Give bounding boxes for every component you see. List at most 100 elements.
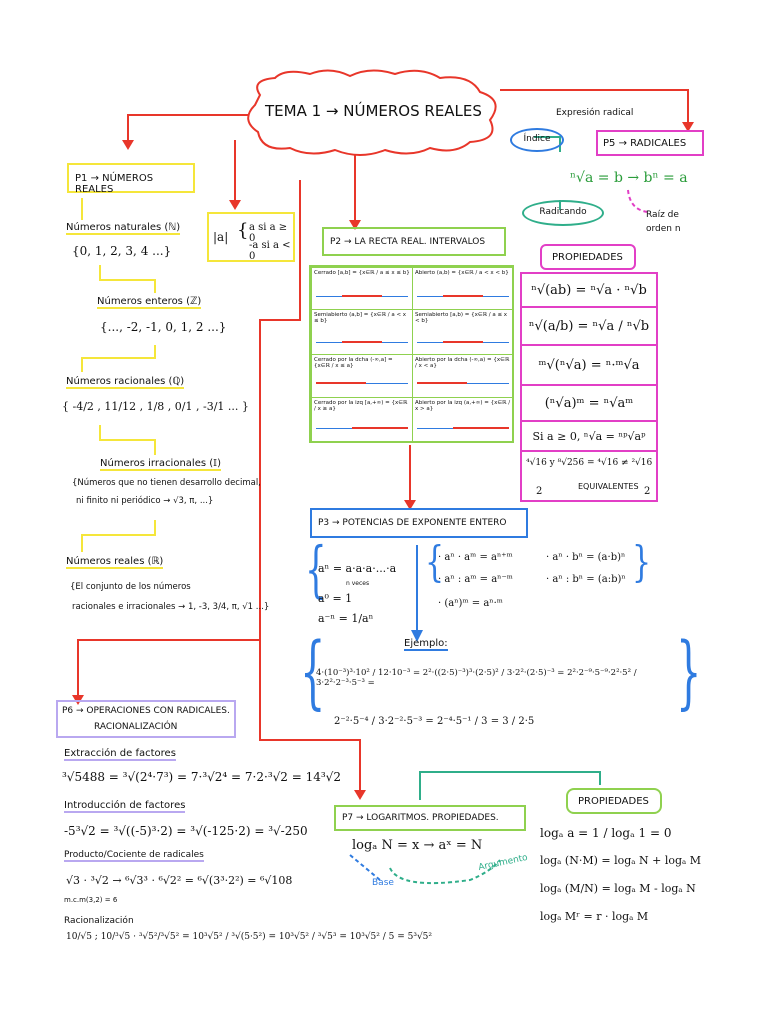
naturales-set: {0, 1, 2, 3, 4 ...} bbox=[72, 244, 172, 258]
p2-heading: P2 → LA RECTA REAL. INTERVALOS bbox=[330, 237, 486, 247]
raiz-label: Raíz de orden n bbox=[646, 210, 681, 234]
interval-segment bbox=[342, 341, 382, 343]
brace-icon: { bbox=[237, 220, 249, 241]
main-title: TEMA 1 → NÚMEROS REALES bbox=[265, 102, 482, 120]
interval-cell-text: Cerrado [a,b] = {x∈ℝ / a ≤ x ≤ b} bbox=[314, 270, 410, 276]
introduccion-title: Introducción de factores bbox=[64, 800, 186, 813]
p6-heading-1: P6 → OPERACIONES CON RADICALES. bbox=[62, 706, 230, 716]
p1-heading-box: P1 → NÚMEROS REALES bbox=[67, 163, 195, 195]
p6-heading-2: RACIONALIZACIÓN bbox=[94, 722, 178, 732]
extraccion-title: Extracción de factores bbox=[64, 748, 176, 761]
ejemplo-label: Ejemplo: bbox=[404, 638, 448, 651]
interval-cell-text: Abierto por la dcha (-∞,a) = {x∈ℝ / x < … bbox=[415, 357, 510, 369]
brace-icon: { bbox=[305, 534, 327, 606]
racionalizacion-formula: 10/√5 ; 10/³√5 · ³√5²/³√5² = 10³√5² / ³√… bbox=[66, 932, 433, 942]
log-props-badge: PROPIEDADES bbox=[566, 788, 662, 814]
interval-cell: Abierto por la izq (a,+∞) = {x∈ℝ / x > a… bbox=[412, 397, 514, 443]
interval-cell-text: Semiabierto [a,b) = {x∈ℝ / a ≤ x < b} bbox=[415, 312, 508, 324]
p6-heading-box: P6 → OPERACIONES CON RADICALES. RACIONAL… bbox=[56, 700, 236, 738]
log-prop-row: logₐ (N·M) = logₐ N + logₐ M bbox=[540, 854, 702, 867]
interval-cell: Abierto (a,b) = {x∈ℝ / a < x < b} bbox=[412, 267, 514, 310]
interval-cell-text: Abierto (a,b) = {x∈ℝ / a < x < b} bbox=[415, 270, 509, 276]
equiv-example: ⁴√16 y ⁸√256 = ⁴√16 ≠ ²√16 bbox=[526, 458, 653, 468]
reales-title: Números reales (ℝ) bbox=[66, 556, 164, 569]
radical-prop-row: ⁿ√(a/b) = ⁿ√a / ⁿ√b bbox=[520, 306, 658, 346]
interval-cell: Cerrado por la izq [a,+∞) = {x∈ℝ / x ≥ a… bbox=[311, 397, 413, 443]
p2-heading-box: P2 → LA RECTA REAL. INTERVALOS bbox=[322, 227, 506, 256]
power-prop-5: · aⁿ : bⁿ = (a:b)ⁿ bbox=[546, 574, 626, 585]
interval-segment bbox=[342, 295, 382, 297]
radical-prop-row: (ⁿ√a)ᵐ = ⁿ√aᵐ bbox=[520, 384, 658, 422]
base-label: Base bbox=[372, 878, 394, 888]
brace-icon: { bbox=[425, 538, 445, 587]
brace-icon: { bbox=[300, 627, 326, 719]
racionales-title: Números racionales (ℚ) bbox=[66, 376, 185, 389]
interval-cell: Cerrado por la dcha (-∞,a] = {x∈ℝ / x ≤ … bbox=[311, 354, 413, 398]
interval-segment bbox=[443, 295, 483, 297]
log-prop-row: logₐ (M/N) = logₐ M - logₐ N bbox=[540, 882, 696, 895]
irracionales-desc-2: ni finito ni periódico → √3, π, ...} bbox=[76, 496, 214, 506]
mcm-note: m.c.m(3,2) = 6 bbox=[64, 896, 118, 904]
p1-heading: P1 → NÚMEROS REALES bbox=[75, 173, 154, 195]
p3-heading-box: P3 → POTENCIAS DE EXPONENTE ENTERO bbox=[310, 508, 528, 538]
power-prop-4: · aⁿ · bⁿ = (a·b)ⁿ bbox=[546, 552, 626, 563]
interval-segment bbox=[453, 427, 509, 429]
power-def-3: a⁻ⁿ = 1/aⁿ bbox=[318, 612, 374, 625]
radical-prop-row: Si a ≥ 0, ⁿ√a = ⁿᵖ√aᵖ bbox=[520, 420, 658, 452]
extraccion-formula: ³√5488 = ³√(2⁴·7³) = 7·³√2⁴ = 7·2·³√2 = … bbox=[62, 770, 341, 784]
power-prop-2: · aⁿ : aᵐ = aⁿ⁻ᵐ bbox=[438, 574, 513, 585]
interval-cell: Semiabierto [a,b) = {x∈ℝ / a ≤ x < b} bbox=[412, 309, 514, 355]
irracionales-desc-1: {Números que no tienen desarrollo decima… bbox=[72, 478, 261, 488]
interval-cell: Abierto por la dcha (-∞,a) = {x∈ℝ / x < … bbox=[412, 354, 514, 398]
interval-cell-text: Cerrado por la dcha (-∞,a] = {x∈ℝ / x ≤ … bbox=[314, 357, 393, 369]
power-def-1: aⁿ = a·a·a·...·a bbox=[318, 562, 397, 575]
abs-prefix: |a| bbox=[213, 230, 229, 244]
enteros-title: Números enteros (ℤ) bbox=[97, 296, 202, 309]
radical-props-badge: PROPIEDADES bbox=[540, 244, 636, 270]
naturales-title: Números naturales (ℕ) bbox=[66, 222, 181, 235]
interval-cell-text: Cerrado por la izq [a,+∞) = {x∈ℝ / x ≥ a… bbox=[314, 400, 408, 412]
intervals-grid: Cerrado [a,b] = {x∈ℝ / a ≤ x ≤ b} Abiert… bbox=[309, 265, 514, 443]
introduccion-formula: -5³√2 = ³√((-5)³·2) = ³√(-125·2) = ³√-25… bbox=[64, 824, 308, 838]
log-prop-row: logₐ Mʳ = r · logₐ M bbox=[540, 910, 649, 923]
power-def-note: n veces bbox=[346, 580, 370, 587]
absolute-value-box: |a| { a si a ≥ 0 -a si a < 0 bbox=[207, 212, 295, 262]
producto-title: Producto/Cociente de radicales bbox=[64, 850, 204, 862]
interval-cell: Cerrado [a,b] = {x∈ℝ / a ≤ x ≤ b} bbox=[311, 267, 413, 310]
brace-icon: } bbox=[676, 627, 702, 719]
indice-bubble: Índice bbox=[510, 128, 564, 152]
interval-cell-text: Semiabierto (a,b] = {x∈ℝ / a < x ≤ b} bbox=[314, 312, 407, 324]
power-def-2: a⁰ = 1 bbox=[318, 592, 353, 605]
radical-prop-row: ᵐ√(ⁿ√a) = ⁿ·ᵐ√a bbox=[520, 344, 658, 386]
radical-definition: ⁿ√a = b → bⁿ = a bbox=[570, 170, 688, 186]
p5-heading-box: P5 → RADICALES bbox=[596, 130, 704, 156]
interval-segment bbox=[417, 382, 467, 384]
abs-line2: -a si a < 0 bbox=[249, 240, 291, 262]
radical-prop-row: ⁿ√(ab) = ⁿ√a · ⁿ√b bbox=[520, 272, 658, 308]
interval-segment bbox=[352, 427, 408, 429]
equiv-right-value: 2 bbox=[644, 486, 651, 497]
reales-desc-1: {El conjunto de los números bbox=[70, 582, 191, 592]
example-line-2: 2⁻²·5⁻⁴ / 3·2⁻²·5⁻³ = 2⁻⁴·5⁻¹ / 3 = 3 / … bbox=[334, 716, 535, 727]
enteros-set: {..., -2, -1, 0, 1, 2 ...} bbox=[100, 320, 227, 334]
reales-desc-2: racionales e irracionales → 1, -3, 3/4, … bbox=[72, 602, 270, 612]
interval-segment bbox=[316, 382, 366, 384]
log-props-label: PROPIEDADES bbox=[578, 796, 649, 807]
irracionales-title: Números irracionales (𝕀) bbox=[100, 458, 221, 471]
p5-heading: P5 → RADICALES bbox=[603, 138, 687, 149]
interval-cell-text: Abierto por la izq (a,+∞) = {x∈ℝ / x > a… bbox=[415, 400, 511, 412]
radicando-bubble: Radicando bbox=[522, 200, 604, 226]
power-prop-3: · (aⁿ)ᵐ = aⁿ·ᵐ bbox=[438, 598, 503, 609]
log-definition: logₐ N = x → aˣ = N bbox=[352, 838, 483, 853]
racionalizacion-title: Racionalización bbox=[64, 916, 134, 926]
power-prop-1: · aⁿ · aᵐ = aⁿ⁺ᵐ bbox=[438, 552, 513, 563]
abs-line1: a si a ≥ 0 bbox=[249, 222, 288, 244]
interval-segment bbox=[443, 341, 483, 343]
p7-heading: P7 → LOGARITMOS. PROPIEDADES. bbox=[342, 813, 499, 823]
interval-cell: Semiabierto (a,b] = {x∈ℝ / a < x ≤ b} bbox=[311, 309, 413, 355]
log-prop-row: logₐ a = 1 / logₐ 1 = 0 bbox=[540, 826, 672, 840]
producto-formula: √3 · ³√2 → ⁶√3³ · ⁶√2² = ⁶√(3³·2²) = ⁶√1… bbox=[66, 874, 293, 887]
racionales-set: { -4/2 , 11/12 , 1/8 , 0/1 , -3/1 ... } bbox=[62, 400, 249, 413]
expresion-radical-caption: Expresión radical bbox=[556, 108, 634, 118]
p3-heading: P3 → POTENCIAS DE EXPONENTE ENTERO bbox=[318, 518, 507, 528]
